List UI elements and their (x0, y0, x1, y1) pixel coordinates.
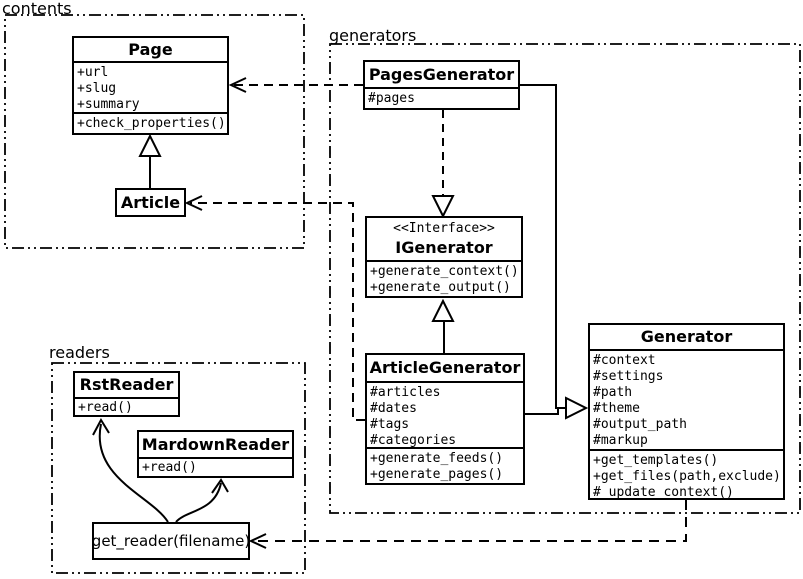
package-label-contents: contents (2, 0, 72, 18)
class-rst-reader-title: RstReader (79, 375, 174, 394)
pagesgenerator-to-igenerator-triangle (431, 195, 455, 219)
article-to-page-inheritance-triangle (138, 133, 162, 157)
method-row: +generate_pages() (370, 467, 504, 482)
generator-to-getreader-arrowhead (248, 533, 267, 549)
class-generator-attributes: #context #settings #path #theme #output_… (590, 349, 783, 449)
function-get-reader-box: get_reader(filename) (92, 522, 250, 560)
method-row: +generate_output() (370, 280, 511, 295)
articlegenerator-to-article-arrowhead (184, 195, 203, 211)
attribute-row: #context (593, 353, 656, 368)
attribute-row: #dates (370, 401, 417, 416)
class-article: Article (115, 188, 186, 217)
class-igenerator-methods: +generate_context() +generate_output() (367, 260, 521, 296)
class-pages-generator: PagesGenerator #pages (363, 60, 520, 110)
class-article-generator-title: ArticleGenerator (369, 358, 521, 377)
articlegenerator-to-article-dependency-line (190, 202, 365, 421)
generator-to-getreader-dependency-line (254, 500, 687, 542)
attribute-row: #path (593, 385, 633, 400)
attribute-row: #tags (370, 417, 410, 432)
attribute-row: #settings (593, 369, 664, 384)
class-page-title: Page (128, 40, 173, 59)
pagesgenerator-to-page-arrowhead (228, 77, 247, 93)
class-page-attributes: +url +slug +summary (74, 61, 227, 112)
class-generator-methods: +get_templates() +get_files(path,exclude… (590, 449, 783, 500)
class-page-methods: +check_properties() (74, 112, 227, 133)
class-mardown-reader: MardownReader +read() (137, 430, 294, 478)
method-row: +read() (78, 400, 133, 415)
class-pages-generator-attributes: #pages (365, 87, 518, 108)
class-generator: Generator #context #settings #path #them… (588, 323, 785, 500)
attribute-row: #pages (368, 91, 415, 106)
method-row: +get_files(path,exclude) (593, 469, 781, 484)
getreader-to-mardownreader-curve (175, 482, 222, 523)
articlegenerator-to-generator-inheritance-line (525, 408, 559, 415)
class-article-generator-methods: +generate_feeds() +generate_pages() (367, 447, 523, 483)
method-row: +generate_context() (370, 264, 519, 279)
interface-stereotype: <<Interface>> (393, 221, 495, 236)
generator-inheritance-triangle (565, 396, 589, 420)
class-rst-reader: RstReader +read() (73, 371, 180, 417)
getreader-to-mardownreader-arrowhead (211, 478, 229, 494)
class-igenerator-header: <<Interface>> IGenerator (367, 218, 521, 260)
attribute-row: #output_path (593, 417, 687, 432)
attribute-row: +slug (77, 81, 117, 96)
class-mardown-reader-methods: +read() (139, 457, 292, 476)
package-label-readers: readers (49, 343, 110, 362)
getreader-to-rstreader-arrowhead (92, 417, 110, 436)
attribute-row: #articles (370, 385, 441, 400)
method-row: +check_properties() (77, 116, 226, 131)
class-article-generator: ArticleGenerator #articles #dates #tags … (365, 353, 525, 485)
class-article-title: Article (120, 193, 181, 212)
class-igenerator-title: IGenerator (395, 238, 493, 257)
class-generator-title: Generator (640, 327, 733, 346)
class-mardown-reader-title: MardownReader (141, 435, 290, 454)
function-get-reader-label: get_reader(filename) (91, 532, 251, 550)
class-page: Page +url +slug +summary +check_properti… (72, 36, 229, 135)
class-article-generator-attributes: #articles #dates #tags #categories (367, 381, 523, 448)
package-label-generators: generators (329, 26, 417, 45)
method-row: #_update_context() (593, 485, 734, 500)
class-rst-reader-methods: +read() (75, 397, 178, 415)
attribute-row: #theme (593, 401, 640, 416)
class-igenerator: <<Interface>> IGenerator +generate_conte… (365, 216, 523, 298)
attribute-row: #markup (593, 433, 648, 448)
method-row: +generate_feeds() (370, 451, 504, 466)
articlegenerator-to-igenerator-triangle (431, 298, 455, 322)
attribute-row: +summary (77, 97, 140, 112)
attribute-row: +url (77, 65, 109, 80)
method-row: +read() (142, 460, 197, 475)
method-row: +get_templates() (593, 453, 719, 468)
class-pages-generator-title: PagesGenerator (368, 65, 515, 84)
pagesgenerator-to-generator-inheritance-line (520, 84, 566, 409)
